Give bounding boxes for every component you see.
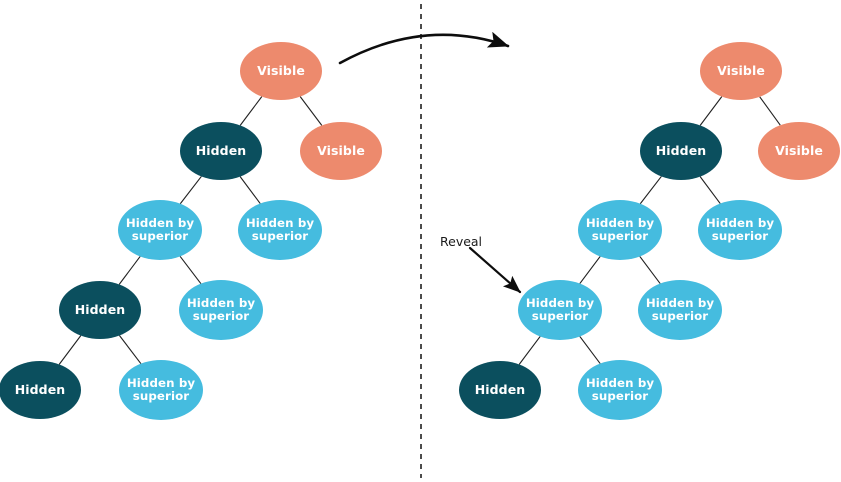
tree-node-label: Hidden by superior (125, 215, 195, 243)
tree-node-label: Visible (317, 143, 365, 158)
tree-node-hidden: Hidden (459, 361, 541, 419)
tree-node-bysup: Hidden by superior (638, 280, 722, 340)
tree-node-bysup: Hidden by superior (238, 200, 322, 260)
tree-node-label: Hidden (474, 382, 526, 397)
tree-node-label: Hidden by superior (645, 295, 715, 323)
tree-node-hidden: Hidden (59, 281, 141, 339)
tree-node-bysup: Hidden by superior (518, 280, 602, 340)
tree-node-bysup: Hidden by superior (118, 200, 202, 260)
tree-node-label: Hidden (195, 143, 247, 158)
tree-node-bysup: Hidden by superior (578, 200, 662, 260)
tree-node-hidden: Hidden (180, 122, 262, 180)
tree-node-visible: Visible (700, 42, 782, 100)
tree-node-label: Hidden (14, 382, 66, 397)
tree-node-visible: Visible (240, 42, 322, 100)
tree-node-label: Hidden by superior (585, 375, 655, 403)
tree-node-label: Hidden by superior (525, 295, 595, 323)
tree-node-bysup: Hidden by superior (119, 360, 203, 420)
tree-node-bysup: Hidden by superior (179, 280, 263, 340)
reveal-annotation-label: Reveal (440, 234, 483, 249)
tree-node-hidden: Hidden (640, 122, 722, 180)
tree-node-visible: Visible (758, 122, 840, 180)
tree-node-label: Visible (775, 143, 823, 158)
tree-node-label: Hidden (655, 143, 707, 158)
tree-node-label: Hidden by superior (126, 375, 196, 403)
tree-node-bysup: Hidden by superior (578, 360, 662, 420)
tree-node-label: Hidden (74, 302, 126, 317)
tree-node-hidden: Hidden (0, 361, 81, 419)
tree-node-bysup: Hidden by superior (698, 200, 782, 260)
tree-node-label: Hidden by superior (585, 215, 655, 243)
tree-node-label: Hidden by superior (186, 295, 256, 323)
tree-node-label: Visible (717, 63, 765, 78)
tree-node-label: Hidden by superior (705, 215, 775, 243)
tree-node-visible: Visible (300, 122, 382, 180)
tree-node-label: Visible (257, 63, 305, 78)
tree-node-label: Hidden by superior (245, 215, 315, 243)
